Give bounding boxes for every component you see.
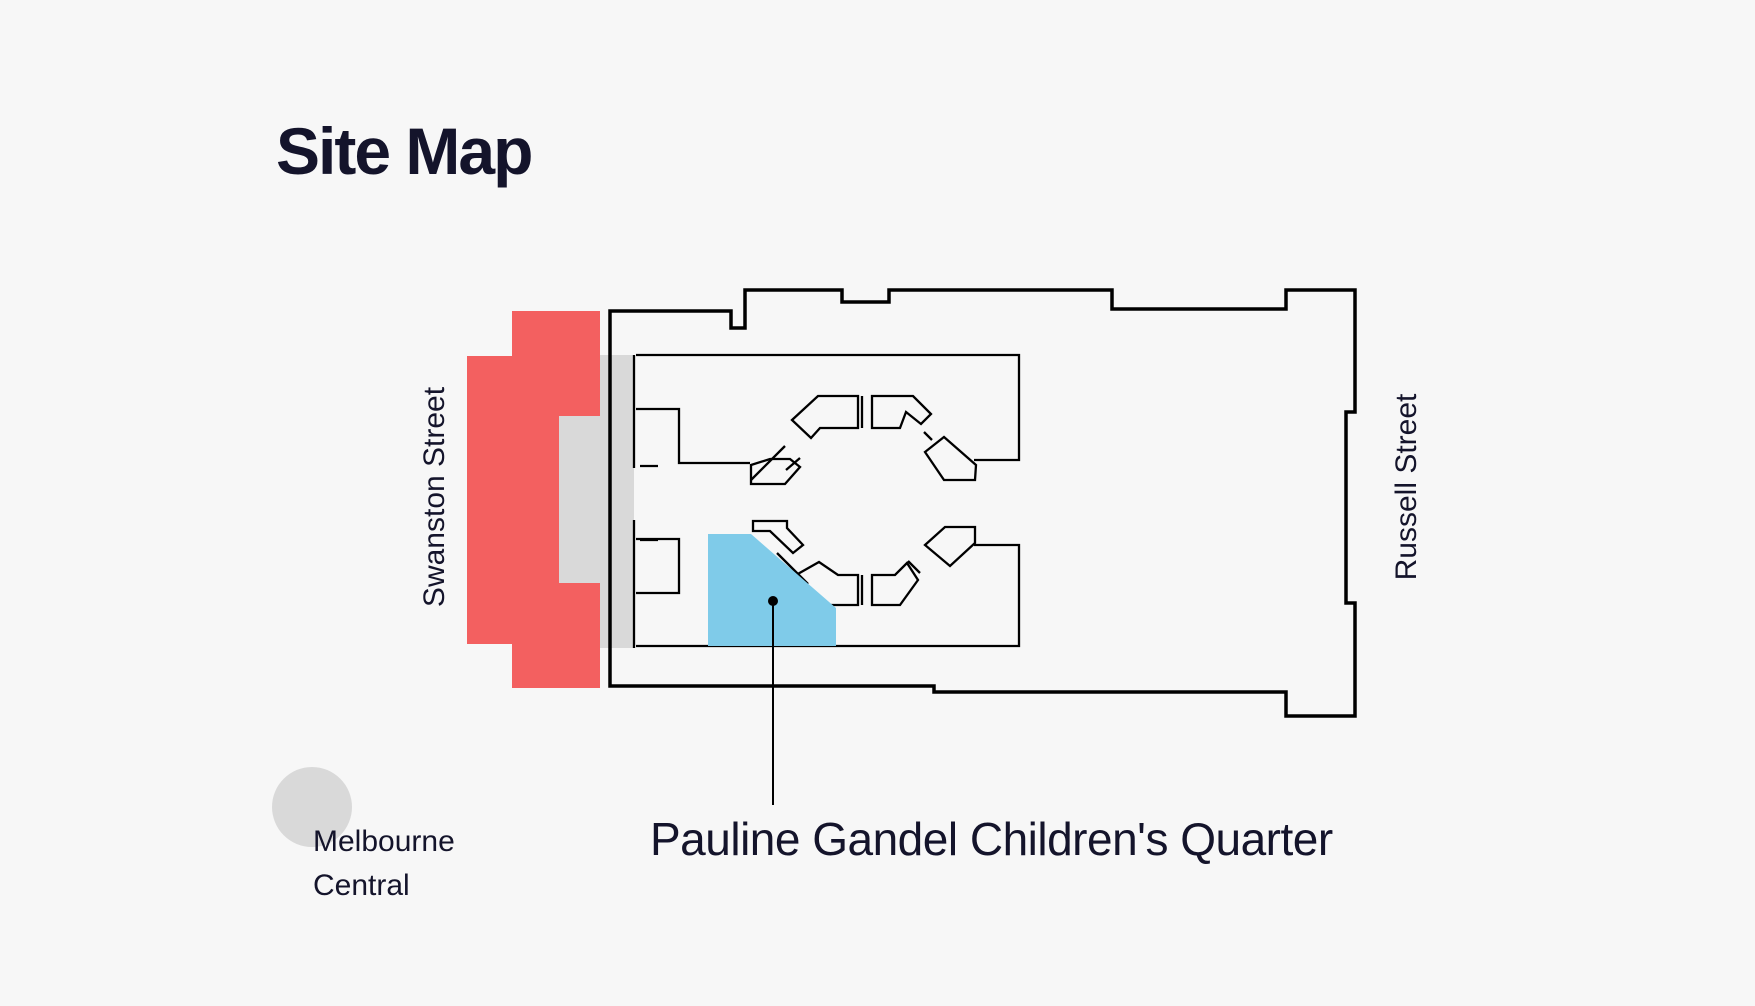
location-dot-icon — [768, 596, 778, 606]
page-title: Site Map — [276, 114, 533, 188]
childrens-quarter-area[interactable] — [708, 534, 836, 646]
forecourt-area — [467, 311, 600, 688]
building-outline — [608, 288, 1357, 718]
street-label-swanston: Swanston Street — [418, 386, 451, 608]
entrance-area — [559, 355, 634, 648]
station-label-line1: Melbourne — [313, 825, 455, 858]
street-label-russell: Russell Street — [1390, 393, 1423, 581]
childrens-quarter-label[interactable]: Pauline Gandel Children's Quarter — [650, 813, 1333, 865]
station-label-line2: Central — [313, 869, 410, 902]
station-label: Melbourne Central — [313, 820, 455, 908]
station-circle-icon — [272, 767, 352, 847]
